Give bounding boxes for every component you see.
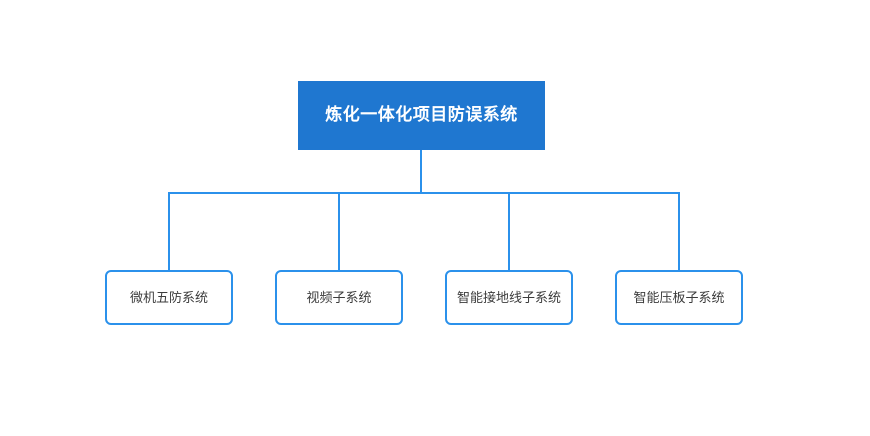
connector-drop-child-1 bbox=[168, 193, 170, 270]
child-node-4[interactable]: 智能压板子系统 bbox=[615, 270, 743, 325]
child-node-3[interactable]: 智能接地线子系统 bbox=[445, 270, 573, 325]
connector-root-stem bbox=[420, 150, 422, 193]
connector-drop-child-3 bbox=[508, 193, 510, 270]
connector-drop-child-2 bbox=[338, 193, 340, 270]
connector-horizontal-bus bbox=[168, 192, 680, 194]
child-node-3-label: 智能接地线子系统 bbox=[456, 289, 561, 305]
root-node[interactable]: 炼化一体化项目防误系统 bbox=[298, 81, 545, 150]
connector-drop-child-4 bbox=[678, 193, 680, 270]
child-node-2-label: 视频子系统 bbox=[306, 289, 372, 305]
child-node-1-label: 微机五防系统 bbox=[129, 289, 208, 305]
child-node-4-label: 智能压板子系统 bbox=[633, 289, 725, 305]
child-node-1[interactable]: 微机五防系统 bbox=[105, 270, 233, 325]
child-node-2[interactable]: 视频子系统 bbox=[275, 270, 403, 325]
root-node-label: 炼化一体化项目防误系统 bbox=[325, 105, 518, 125]
